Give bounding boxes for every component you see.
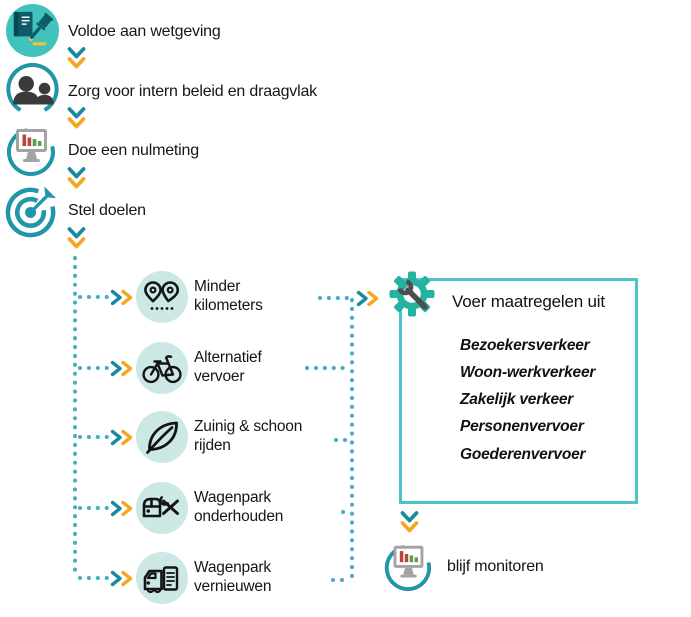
measure-label-wagenpark-vernieuwen: Wagenpark vernieuwen: [194, 559, 272, 595]
van-renewal-icon: [136, 552, 188, 604]
target-icon: [4, 182, 61, 239]
bicycle-icon: [136, 342, 188, 394]
step-label-wetgeving: Voldoe aan wetgeving: [68, 23, 221, 40]
measure-label-zuinig-schoon: Zuinig & schoon rijden: [194, 418, 303, 454]
footer-label-monitoren: blijf monitoren: [447, 558, 544, 575]
chevron-right-icon: [356, 290, 382, 307]
action-box-item: Personenvervoer: [460, 418, 584, 435]
action-box-item: Bezoekersverkeer: [460, 337, 590, 354]
chevron-down-icon: [67, 167, 86, 191]
gear-wrench-icon: [387, 269, 441, 323]
measure-label-wagenpark-onderhouden: Wagenpark onderhouden: [194, 489, 284, 525]
chevron-down-icon: [400, 511, 419, 535]
monitor-chart-icon: [382, 540, 434, 592]
chevron-right-icon: [110, 500, 136, 517]
chevron-down-icon: [67, 227, 86, 251]
chevron-right-icon: [110, 429, 136, 446]
car-maintenance-icon: [136, 482, 188, 534]
chevron-down-icon: [67, 47, 86, 71]
measure-label-minder-kilometers: Minder kilometers: [194, 278, 263, 314]
action-box-item: Woon-werkverkeer: [460, 364, 596, 381]
action-box-title: Voer maatregelen uit: [452, 292, 605, 311]
chevron-right-icon: [110, 289, 136, 306]
measure-label-alternatief-vervoer: Alternatief vervoer: [194, 349, 262, 385]
action-box-item: Zakelijk verkeer: [460, 391, 574, 408]
map-pins-icon: [136, 271, 188, 323]
step-label-nulmeting: Doe een nulmeting: [68, 142, 199, 159]
people-icon: [4, 63, 60, 119]
chevron-right-icon: [110, 570, 136, 587]
legislation-icon: [5, 3, 60, 58]
chevron-right-icon: [110, 360, 136, 377]
step-label-doelen: Stel doelen: [68, 202, 146, 219]
step-label-beleid: Zorg voor intern beleid en draagvlak: [68, 83, 317, 100]
leaf-icon: [136, 411, 188, 463]
action-box: [399, 278, 638, 504]
action-box-item: Goederenvervoer: [460, 446, 586, 463]
chevron-down-icon: [67, 107, 86, 131]
monitor-chart-icon: [4, 123, 58, 177]
